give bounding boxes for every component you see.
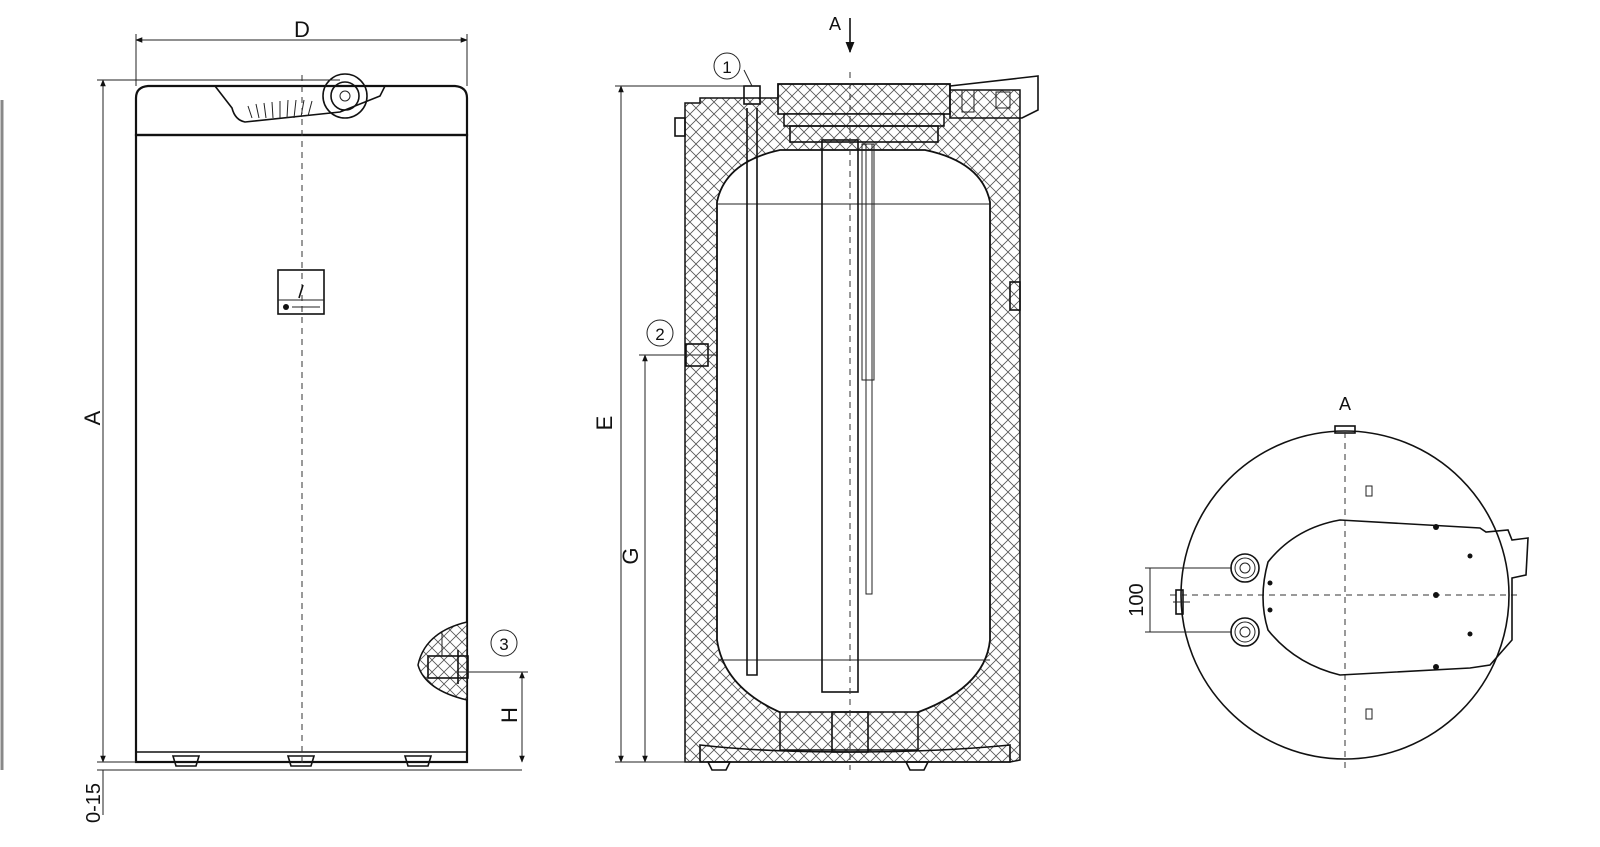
position-label-1: 1: [722, 58, 731, 77]
dim-label-a: A: [80, 410, 105, 425]
position-label-3: 3: [499, 635, 508, 654]
side-tab: [674, 117, 686, 137]
heating-element: [821, 139, 859, 693]
position-marker-2: 2: [646, 319, 674, 347]
dim-label-100: 100: [1126, 583, 1148, 616]
dim-label-h: H: [497, 707, 522, 723]
screw-icon: [1267, 580, 1273, 586]
anode-rod: [865, 143, 873, 595]
dim-label-floor-gap: 0-15: [83, 783, 105, 823]
section-view: [674, 72, 1039, 771]
electronics-box: [949, 75, 1039, 119]
dim-label-e: E: [592, 416, 617, 431]
side-tab: [1009, 281, 1021, 311]
screw-icon: [1267, 607, 1273, 613]
front-foot-right: [403, 755, 433, 767]
screw-icon: [1433, 664, 1439, 670]
front-dimensions: [97, 34, 528, 815]
electronics-component: [995, 91, 1011, 109]
section-foot-left: [706, 761, 732, 771]
screw-icon: [1433, 524, 1439, 530]
control-housing: [1262, 519, 1529, 676]
view-label-a-arrow: A: [829, 14, 841, 34]
position-marker-1: 1: [713, 52, 753, 87]
section-dimensions: [615, 85, 745, 763]
flange-plate: [789, 125, 939, 143]
front-foot-middle: [286, 755, 316, 767]
control-panel: [213, 85, 387, 123]
dim-label-d: D: [294, 17, 310, 42]
hot-water-pipe: [746, 108, 758, 676]
flange-insulation: [783, 113, 945, 127]
marker-bottom: [1365, 708, 1373, 720]
electronics-component: [961, 89, 975, 113]
hot-water-connection-icon: [1230, 553, 1260, 583]
section-foot-right: [904, 761, 930, 771]
screw-icon: [1467, 553, 1473, 559]
position-marker-3: 3: [490, 629, 518, 657]
thermostat-knob-icon: [322, 73, 368, 119]
front-foot-left: [171, 755, 201, 767]
screw-icon: [1433, 592, 1439, 598]
front-view: [134, 73, 469, 767]
marker-top: [1365, 485, 1373, 497]
dim-label-g: G: [618, 547, 643, 564]
top-view: [1170, 425, 1529, 770]
drain-cutaway: [417, 621, 469, 701]
screw-icon: [1467, 631, 1473, 637]
section-base: [699, 744, 1011, 763]
thermometer-display-icon: [277, 269, 325, 315]
bottom-insert: [779, 711, 919, 751]
top-view-dimensions: [1145, 567, 1232, 633]
view-label-a-top: A: [1339, 394, 1351, 414]
front-top-cap: [134, 84, 469, 137]
inner-tank: [716, 149, 991, 733]
cold-water-connection-icon: [1230, 617, 1260, 647]
position-label-2: 2: [655, 325, 664, 344]
